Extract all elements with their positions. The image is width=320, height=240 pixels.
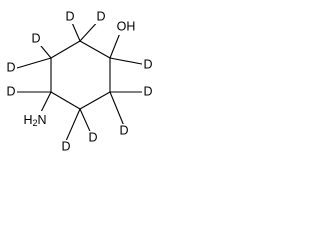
deuterium-label: D	[31, 31, 40, 45]
deuterium-label: D	[6, 60, 15, 74]
deuterium-label: D	[119, 123, 128, 137]
bond-c1-d	[109, 57, 148, 66]
bond-c5-c6	[79, 91, 111, 110]
amino-n: N	[38, 113, 47, 127]
deuterium-label: D	[6, 84, 15, 98]
amino-label: H2N	[23, 113, 46, 128]
bond-c3-d-lower	[16, 57, 52, 69]
amino-subscript: 2	[32, 118, 37, 128]
bond-c2-c3	[50, 40, 81, 59]
deuterium-label: D	[143, 57, 152, 71]
hydroxyl-label: OH	[117, 19, 136, 33]
deuterium-label: D	[143, 84, 152, 98]
deuterium-label: D	[61, 139, 70, 153]
bond-c6-d-lower	[109, 91, 125, 127]
deuterium-label: D	[88, 130, 97, 144]
molecule-structure: OH H2N D D D D D D D D D D	[5, 9, 154, 154]
bond-c1-c2	[79, 40, 111, 59]
deuterium-label: D	[65, 9, 74, 23]
bond-c5-d-left	[65, 108, 81, 142]
bond-c4-c5	[50, 91, 81, 110]
amino-h: H	[23, 113, 32, 127]
deuterium-label: D	[96, 9, 105, 23]
